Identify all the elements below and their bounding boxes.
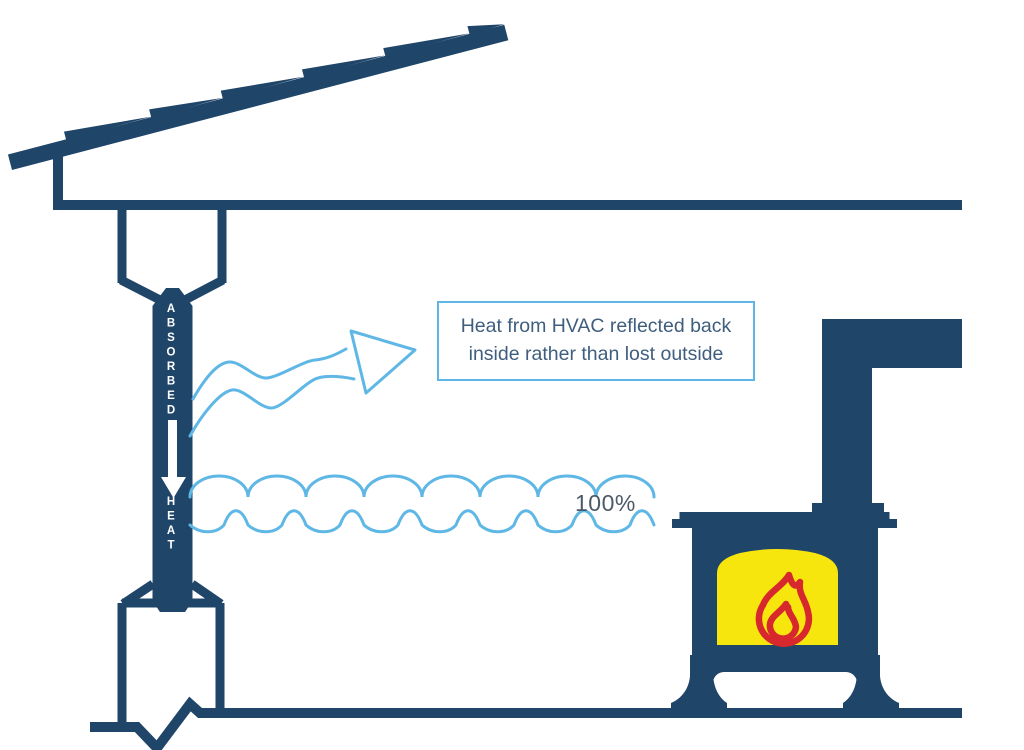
callout-box: Heat from HVAC reflected back inside rat…	[437, 301, 755, 381]
stove-pipe-collar	[812, 503, 884, 514]
down-arrow-head	[161, 477, 186, 498]
plenum-funnel-right	[180, 276, 226, 305]
heat-wave-line-top	[188, 474, 656, 499]
duct-absorbed-label: ABSORBED	[165, 303, 177, 419]
stove-arch-fillet-right	[846, 672, 857, 683]
down-arrow-icon	[161, 420, 186, 498]
callout-line-1: Heat from HVAC reflected back	[460, 315, 732, 338]
stove-top-plate	[672, 512, 897, 528]
down-arrow-shaft	[168, 420, 177, 478]
roof-slab	[7, 24, 509, 170]
flame-inner	[766, 600, 800, 642]
percent-label: 100%	[575, 490, 636, 516]
stove-window	[717, 549, 838, 645]
stove-leg-right	[843, 655, 899, 711]
heat-wave-line-bottom	[188, 509, 656, 534]
heat-wave-lines-icon	[188, 474, 656, 534]
flame-outer	[755, 571, 813, 647]
wavy-arrow-icon	[188, 329, 417, 438]
plenum-funnel-left	[118, 275, 165, 306]
duct-heat-label: HEAT	[165, 496, 177, 554]
wavy-arrow-upper-line	[191, 347, 348, 401]
plenum-box	[117, 205, 227, 306]
wood-stove	[671, 319, 962, 711]
wavy-arrow-head	[349, 329, 417, 395]
flame-icon	[755, 571, 813, 647]
floor-line	[90, 696, 962, 750]
wavy-arrow-lower-line	[188, 374, 356, 438]
roof	[7, 24, 509, 170]
stove-arch-fillet-left	[713, 672, 724, 683]
crawlspace-box	[117, 580, 225, 730]
roof-shingle-steps	[63, 24, 505, 141]
stove-pipe	[822, 319, 962, 514]
callout-line-2: inside rather than lost outside	[468, 343, 724, 365]
stove-leg-left	[671, 655, 727, 711]
